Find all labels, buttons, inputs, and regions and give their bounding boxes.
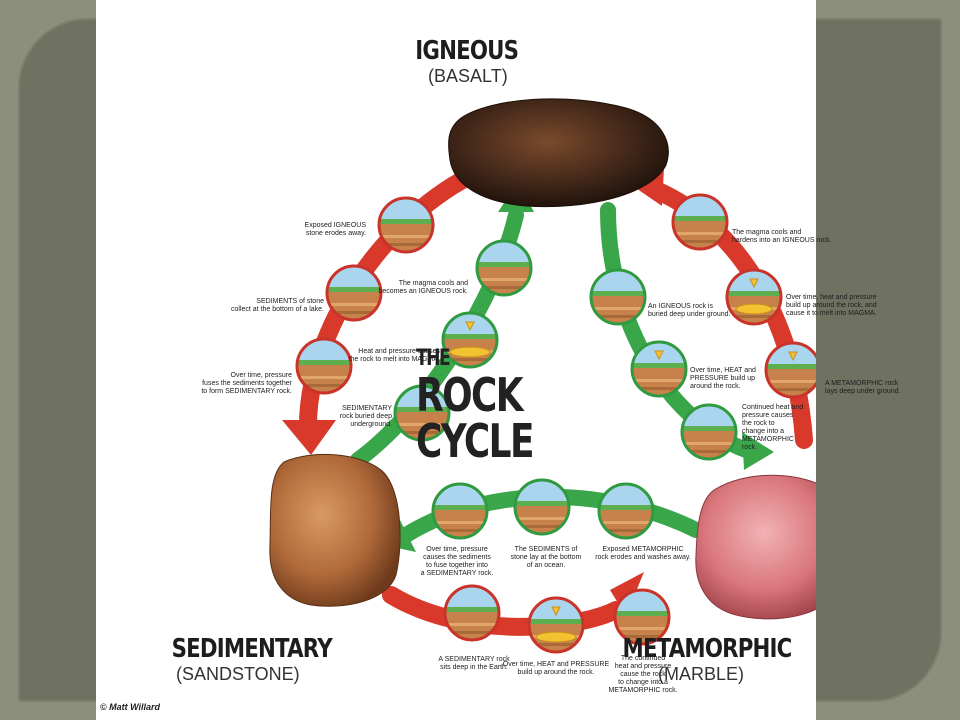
stage-circle-icon (528, 597, 584, 654)
caption-sedimentary-buried: SEDIMENTARY rock buried deep underground… (339, 405, 392, 428)
title-the: THE (416, 346, 451, 371)
stage-circle-icon (296, 338, 352, 395)
stage-circle-icon (631, 341, 687, 398)
artist-credit: © Matt Willard (100, 702, 161, 712)
caption-metamorphic-lays: A METAMORPHIC rock lays deep under groun… (825, 380, 901, 395)
magma-accents (449, 278, 798, 643)
caption-pressure-sediments: Over time, pressure causes the sediments… (420, 546, 494, 577)
stage-circle-icon (765, 342, 816, 399)
igneous-label: IGNEOUS (415, 36, 519, 66)
sedimentary-example: (SANDSTONE) (176, 664, 300, 684)
caption-magma-cools-outer: The magma cools and hardens into an IGNE… (732, 229, 832, 244)
metamorphic-label: METAMORPHIC (622, 634, 793, 664)
sedimentary-rock-icon (269, 454, 401, 607)
green-arrowhead-metamorphic (742, 432, 774, 470)
stage-circle-icon (514, 479, 570, 536)
caption-metamorphic-erodes: Exposed METAMORPHIC rock erodes and wash… (595, 546, 691, 561)
stage-circle-icon (590, 269, 646, 326)
caption-heat-melt-inner: Heat and pressure causes the rock to mel… (348, 348, 440, 363)
caption-igneous-buried: An IGNEOUS rock is buried deep under gro… (648, 303, 731, 318)
igneous-example: (BASALT) (428, 66, 508, 86)
rock-cycle-poster: IGNEOUS (BASALT) SEDIMENTARY (SANDSTONE)… (96, 0, 901, 720)
stage-circle-icon (432, 483, 488, 540)
igneous-rock-icon (448, 98, 669, 208)
caption-heat-melt-outer: Over time, heat and pressure build up ar… (786, 294, 877, 317)
caption-continued-heat-bottom: The continued heat and pressure cause th… (608, 655, 678, 694)
metamorphic-example: (MARBLE) (658, 664, 745, 684)
red-arrowhead-sedimentary (282, 420, 336, 455)
caption-sedimentary-deep: A SEDIMENTARY rock sits deep in the Eart… (438, 656, 510, 671)
caption-igneous-erodes: Exposed IGNEOUS stone erodes away. (304, 222, 366, 237)
caption-sediments-lake: SEDIMENTS of stone collect at the bottom… (231, 298, 324, 313)
caption-sediments-ocean: The SEDIMENTS of stone lay at the bottom… (510, 546, 582, 569)
sedimentary-label: SEDIMENTARY (171, 634, 333, 664)
stage-circle-icon (598, 483, 654, 540)
caption-pressure-fuses: Over time, pressure fuses the sediments … (201, 372, 292, 395)
rock-cycle-diagram (269, 98, 816, 720)
title-rock: ROCK (416, 368, 524, 422)
metamorphic-rock-icon (695, 474, 816, 620)
title-cycle: CYCLE (416, 414, 534, 468)
caption-continued-heat: Continued heat and pressure causes the r… (742, 404, 804, 451)
caption-heat-pressure-build: Over time, HEAT and PRESSURE build up ar… (690, 367, 756, 390)
stage-circle-icon (672, 194, 728, 251)
stage-circle-icon (681, 404, 737, 461)
stage-circle-icon (442, 312, 498, 369)
stage-circle-icon (476, 240, 532, 297)
red-arrow-bottom (382, 586, 625, 636)
caption-magma-cools-inner: The magma cools and becomes an IGNEOUS r… (378, 280, 468, 295)
stage-circle-icon (444, 585, 500, 642)
stage-circle-icon (378, 197, 434, 254)
caption-heat-pressure-bottom: Over time, HEAT and PRESSURE build up ar… (502, 661, 610, 676)
